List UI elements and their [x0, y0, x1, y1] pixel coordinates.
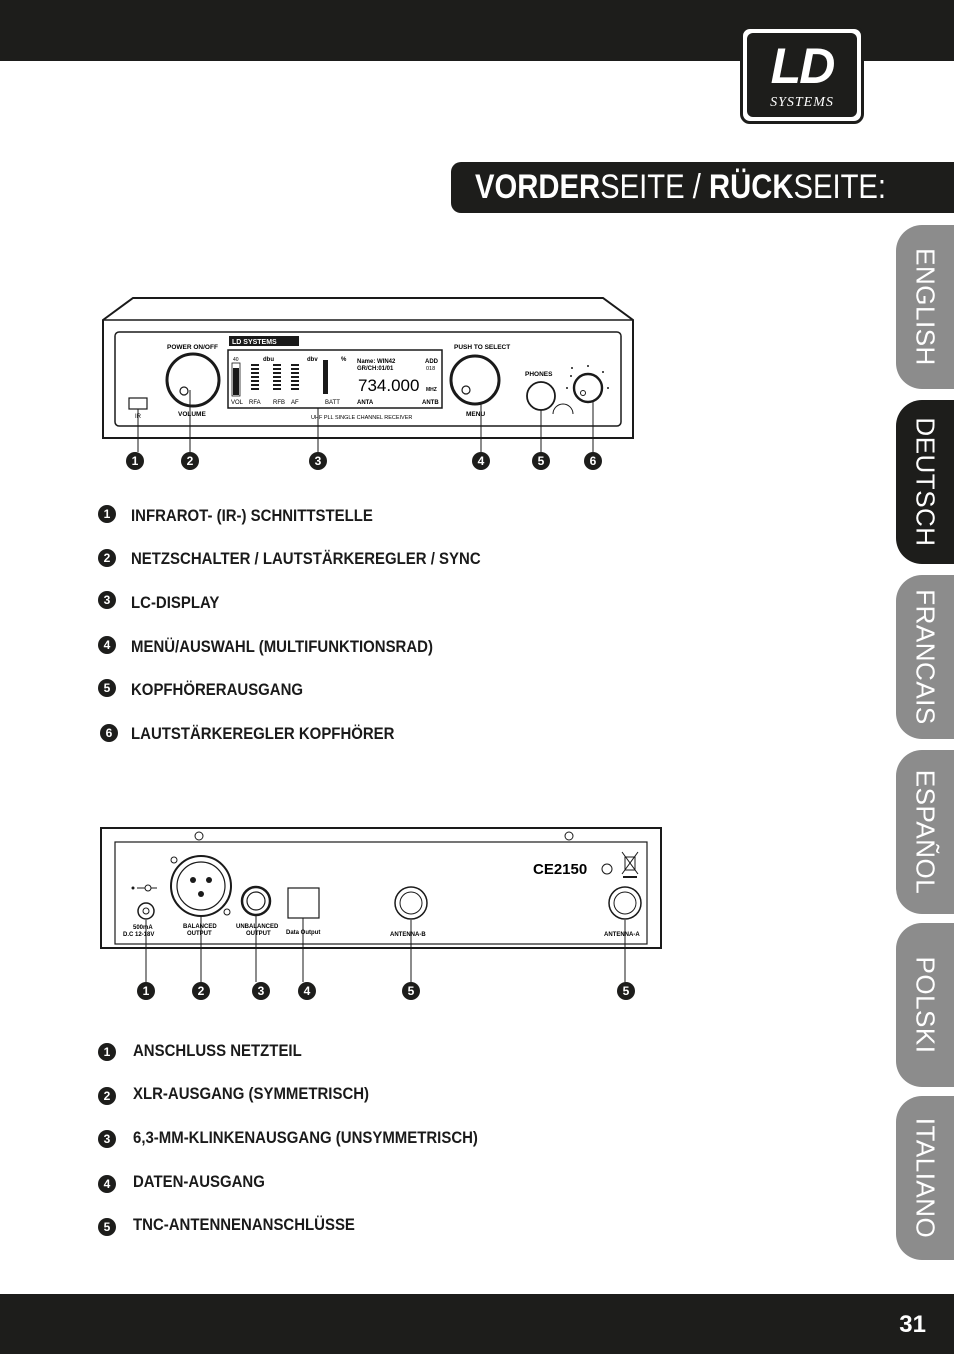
front-callout-1: 1: [126, 452, 144, 470]
rear-callout-3: 3: [252, 982, 270, 1000]
front-callout-3: 3: [309, 452, 327, 470]
push-label: PUSH TO SELECT: [454, 344, 510, 351]
front-item-num-2: 2: [98, 549, 116, 567]
phones-volume-knob: [572, 372, 604, 404]
svg-text:500mA: 500mA: [133, 925, 153, 931]
tab-english[interactable]: ENGLISH: [896, 225, 954, 389]
svg-text:40: 40: [233, 357, 239, 363]
rear-callout-5a: 5: [402, 982, 420, 1000]
svg-text:BALANCED: BALANCED: [183, 924, 217, 930]
rear-item-num-1: 1: [98, 1043, 116, 1061]
rear-item-num-4: 4: [98, 1175, 116, 1193]
svg-text:OUTPUT: OUTPUT: [246, 931, 271, 937]
svg-text:BATT: BATT: [325, 400, 340, 406]
rear-callout-2: 2: [192, 982, 210, 1000]
front-callout-5: 5: [532, 452, 550, 470]
svg-text:RFA: RFA: [249, 400, 261, 406]
rear-item-label-2: XLR-AUSGANG (SYMMETRISCH): [133, 1084, 370, 1103]
front-item-label-1: INFRAROT- (IR-) SCHNITTSTELLE: [131, 506, 373, 525]
front-item-label-5: KOPFHÖRERAUSGANG: [131, 680, 304, 699]
front-item-label-4: MENÜ/AUSWAHL (MULTIFUNKTIONSRAD): [131, 637, 433, 656]
rear-panel-diagram: 500mA D.C 12-18V BALANCED OUTPUT UNBALAN…: [100, 827, 662, 982]
page-number: 31: [899, 1311, 926, 1338]
svg-text:RFB: RFB: [273, 400, 285, 406]
brand-badge: [229, 336, 299, 346]
rear-item-label-5: TNC-ANTENNENANSCHLÜSSE: [133, 1215, 355, 1234]
svg-text:VOL: VOL: [231, 400, 244, 406]
svg-text:018: 018: [426, 366, 435, 372]
rear-item-label-4: DATEN-AUSGANG: [133, 1172, 265, 1191]
front-item-label-2: NETZSCHALTER / LAUTSTÄRKEREGLER / SYNC: [131, 549, 481, 568]
lcd-group-channel: GR/CH:01/01: [357, 366, 394, 372]
volume-knob: [165, 352, 221, 408]
front-item-num-6: 6: [100, 724, 118, 742]
tab-francais[interactable]: FRANCAIS: [896, 575, 954, 739]
rear-callout-5b: 5: [617, 982, 635, 1000]
rear-item-num-3: 3: [98, 1130, 116, 1148]
menu-label: MENU: [466, 411, 485, 418]
ce-mark: CE2150: [533, 861, 587, 878]
phones-jack: [526, 381, 556, 411]
svg-text:dbv: dbv: [307, 357, 318, 363]
lcd-frequency: 734.000: [358, 376, 419, 395]
svg-text:dbu: dbu: [263, 357, 274, 363]
svg-text:D.C 12-18V: D.C 12-18V: [123, 932, 154, 938]
lc-display: [227, 349, 443, 409]
ld-systems-logo: LD SYSTEMS: [740, 26, 864, 124]
menu-knob: [449, 354, 501, 406]
phones-label: PHONES: [525, 371, 553, 378]
front-panel-diagram: IR POWER ON/OFF VOLUME LD SYSTEMS 40 dbu…: [102, 297, 634, 452]
front-item-label-6: LAUTSTÄRKEREGLER KOPFHÖRER: [131, 724, 395, 743]
logo-text: LD: [770, 38, 836, 94]
section-title-bar: VORDERSEITE / RÜCKSEITE:: [451, 162, 954, 213]
rear-item-num-2: 2: [98, 1087, 116, 1105]
ir-window: [128, 397, 148, 410]
rear-item-label-3: 6,3-MM-KLINKENAUSGANG (UNSYMMETRISCH): [133, 1128, 478, 1147]
svg-text:ADD: ADD: [425, 359, 439, 365]
front-item-num-4: 4: [98, 636, 116, 654]
logo-subtext: SYSTEMS: [770, 95, 834, 110]
page-title: VORDERSEITE / RÜCKSEITE:: [475, 168, 887, 206]
svg-text:OUTPUT: OUTPUT: [187, 931, 212, 937]
svg-text:AF: AF: [291, 400, 299, 406]
front-callout-6: 6: [584, 452, 602, 470]
svg-text:MHZ: MHZ: [426, 387, 437, 393]
power-label: POWER ON/OFF: [167, 344, 218, 351]
svg-text:%: %: [341, 357, 347, 363]
rear-callout-4: 4: [298, 982, 316, 1000]
tab-italiano[interactable]: ITALIANO: [896, 1096, 954, 1260]
svg-text:ANTA: ANTA: [357, 400, 374, 406]
brand-text: LD SYSTEMS: [232, 339, 277, 346]
svg-text:ANTENNA-B: ANTENNA-B: [390, 932, 426, 938]
front-item-num-1: 1: [98, 505, 116, 523]
svg-text:ANTB: ANTB: [422, 400, 439, 406]
volume-label: VOLUME: [178, 411, 206, 418]
tab-polski[interactable]: POLSKI: [896, 923, 954, 1087]
svg-text:ANTENNA-A: ANTENNA-A: [604, 932, 640, 938]
rear-item-num-5: 5: [98, 1218, 116, 1236]
front-item-num-5: 5: [98, 679, 116, 697]
tab-espanol[interactable]: ESPAÑOL: [896, 750, 954, 914]
svg-text:UNBALANCED: UNBALANCED: [236, 924, 279, 930]
bottom-bar: [0, 1294, 954, 1354]
front-callout-2: 2: [181, 452, 199, 470]
rear-callout-1: 1: [137, 982, 155, 1000]
lcd-name: Name: WIN42: [357, 359, 396, 365]
front-item-label-3: LC-DISPLAY: [131, 593, 220, 612]
rear-item-label-1: ANSCHLUSS NETZTEIL: [133, 1041, 302, 1060]
weee-bin-icon: [621, 851, 639, 878]
front-item-num-3: 3: [98, 591, 116, 609]
tab-deutsch[interactable]: DEUTSCH: [896, 400, 954, 564]
data-output-port: [287, 887, 320, 919]
front-callout-4: 4: [472, 452, 490, 470]
receiver-text: UHF PLL SINGLE CHANNEL RECEIVER: [311, 415, 412, 421]
